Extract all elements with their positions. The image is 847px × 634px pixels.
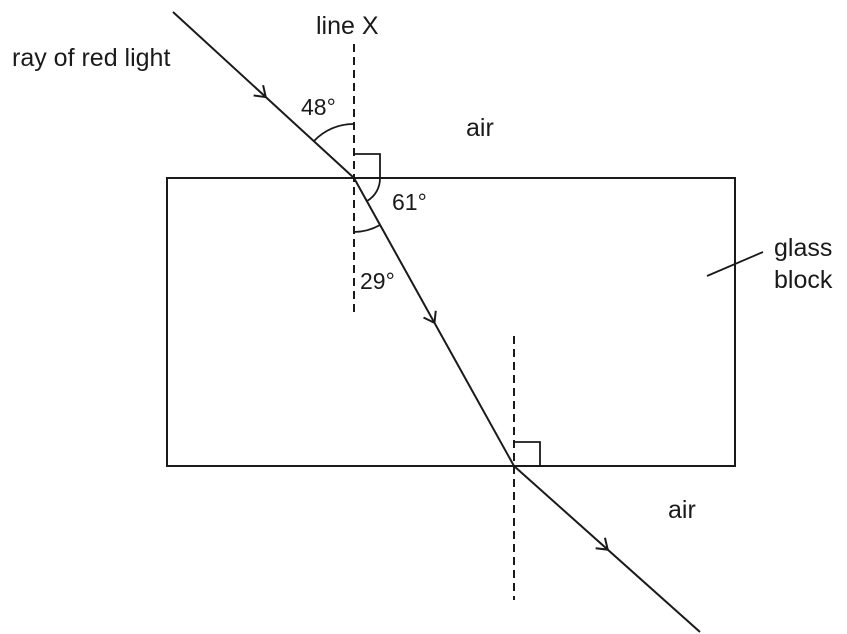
surface-angle-arc	[366, 177, 381, 202]
ray-label: ray of red light	[12, 44, 170, 72]
incidence-angle-arc	[313, 123, 355, 142]
surface-angle-label: 61°	[392, 189, 427, 215]
right-angle-mark-top	[354, 153, 381, 178]
glass-block	[166, 177, 736, 467]
air-top-label: air	[466, 114, 494, 142]
incidence-angle-label: 48°	[301, 94, 336, 120]
glass-label-line2: block	[774, 266, 833, 294]
glass-label-line1: glass	[774, 234, 832, 262]
line-x-label: line X	[316, 12, 379, 40]
refraction-angle-arc	[353, 224, 381, 233]
glass-block-pointer	[706, 251, 764, 277]
air-bottom-label: air	[668, 496, 696, 524]
refraction-angle-label: 29°	[360, 268, 395, 294]
right-angle-mark-bottom	[514, 441, 541, 466]
